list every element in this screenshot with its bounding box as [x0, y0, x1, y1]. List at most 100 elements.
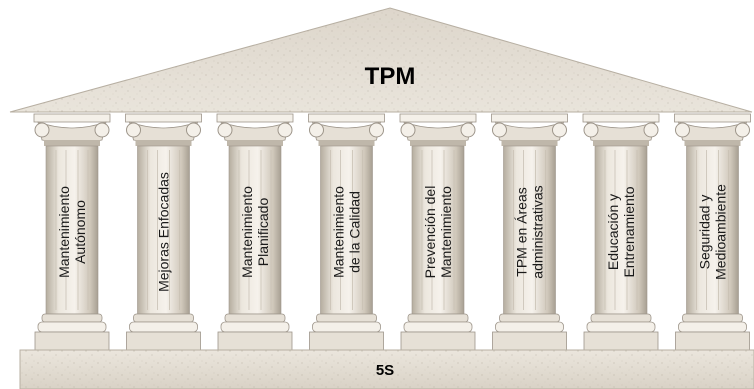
pillar-plinth: [675, 331, 750, 351]
pillar-neck: [593, 140, 649, 146]
pillar-label-line: Educación y: [605, 194, 621, 270]
pillar-shaft: [411, 145, 465, 315]
pillar-label-line: Planificado: [255, 198, 271, 267]
pillar-torus: [499, 313, 560, 323]
pillar-label: MantenimientoPlanificado: [239, 186, 271, 278]
pillar-abacus: [33, 113, 111, 123]
pillar-plinth: [34, 331, 110, 351]
pillar-torus: [41, 313, 103, 323]
pillar-abacus: [582, 113, 660, 123]
pillar-label: Educación yEntrenamiento: [605, 186, 637, 277]
pillar-plinth: [217, 331, 293, 351]
pillar-label-line: administrativas: [530, 185, 546, 278]
pillar-neck: [318, 140, 375, 146]
pillar: TPM en Áreasadministrativas: [491, 113, 568, 351]
pillar-torus: [316, 313, 377, 323]
pillar-shaft: [594, 145, 648, 315]
pillar-volute-left: [492, 122, 507, 138]
pillar-neck: [501, 140, 558, 146]
pillar-torus-lower: [312, 321, 381, 333]
roof-title: TPM: [365, 63, 416, 90]
pillar-torus-lower: [37, 321, 107, 333]
pillar-label-line: Prevención del: [422, 186, 438, 279]
pillar-volute-right: [369, 122, 384, 138]
pillar-shaft: [320, 145, 373, 315]
pillar-torus-lower: [678, 321, 747, 333]
pillar-label-line: Mejoras Enfocadas: [156, 172, 172, 292]
pillar-torus: [590, 313, 652, 323]
pillar-volute-left: [400, 122, 416, 138]
pillar-abacus: [125, 113, 202, 123]
pillar-label-line: Mantenimiento: [56, 186, 72, 278]
pillar-label: MantenimientoAutónomo: [56, 186, 88, 278]
pillar-torus-lower: [586, 321, 656, 333]
pillar-label: Mantenimientode la Calidad: [331, 186, 363, 278]
pillar-label-line: Medioambiente: [713, 184, 729, 280]
pillar-plinth: [492, 331, 567, 351]
pillar-abacus: [399, 113, 477, 123]
pillar-abacus: [308, 113, 385, 123]
pillar-label: TPM en Áreasadministrativas: [514, 185, 546, 278]
pillar-volute-right: [735, 122, 750, 138]
pillar-label-line: Mantenimiento: [239, 186, 255, 278]
pillar-volute-right: [643, 122, 659, 138]
pillar-torus: [133, 313, 194, 323]
pillar-label: Mejoras Enfocadas: [156, 172, 172, 292]
pillar-label-line: de la Calidad: [347, 191, 363, 273]
pillar: Seguridad yMedioambiente: [674, 113, 751, 351]
pillar-torus: [224, 313, 286, 323]
pillar-volute-left: [675, 122, 690, 138]
pillar-shaft: [45, 145, 99, 315]
pillar-abacus: [216, 113, 294, 123]
pillar-abacus: [491, 113, 568, 123]
pillar-torus-lower: [403, 321, 473, 333]
pillar-torus: [682, 313, 743, 323]
pillar-shaft: [686, 145, 739, 315]
pillar-shaft: [503, 145, 556, 315]
pillar: Educación yEntrenamiento: [582, 113, 660, 351]
pillar-volute-left: [309, 122, 324, 138]
pillar-torus-lower: [129, 321, 198, 333]
pillar-shaft: [228, 145, 282, 315]
pillar-neck: [684, 140, 741, 146]
pillar-torus: [407, 313, 469, 323]
pillar-label: Prevención delMantenimiento: [422, 186, 454, 279]
pillar-volute-right: [94, 122, 110, 138]
pillar: MantenimientoPlanificado: [216, 113, 294, 351]
pillar-volute-right: [186, 122, 201, 138]
pillar-volute-left: [126, 122, 141, 138]
pillar: Mejoras Enfocadas: [125, 113, 202, 351]
pillar-volute-left: [583, 122, 599, 138]
pillar-neck: [135, 140, 192, 146]
pillar-shaft: [137, 145, 190, 315]
pillar-label-line: Entrenamiento: [621, 186, 637, 277]
pillar-plinth: [126, 331, 201, 351]
pillar: Prevención delMantenimiento: [399, 113, 477, 351]
pillar-label-line: Autónomo: [72, 200, 88, 264]
pillar-volute-left: [217, 122, 233, 138]
pillar-label-line: Mantenimiento: [438, 186, 454, 278]
pillar-torus-lower: [495, 321, 564, 333]
pillar-neck: [44, 140, 100, 146]
roof: TPM: [9, 7, 753, 113]
pillar-label: Seguridad yMedioambiente: [697, 184, 729, 280]
pillar: MantenimientoAutónomo: [33, 113, 111, 351]
pillar-torus-lower: [220, 321, 290, 333]
pillar-volute-right: [460, 122, 476, 138]
base-texture: [20, 350, 754, 389]
pillar-plinth: [400, 331, 476, 351]
pillar-volute-right: [552, 122, 567, 138]
pillar-volute-right: [277, 122, 293, 138]
pillar-label-line: Seguridad y: [697, 195, 713, 270]
pillar-label-line: TPM en Áreas: [514, 187, 530, 276]
pillar-neck: [410, 140, 466, 146]
pillar-neck: [227, 140, 283, 146]
pillar-abacus: [674, 113, 751, 123]
pillar-plinth: [309, 331, 384, 351]
pillar-plinth: [583, 331, 659, 351]
pillar-label-line: Mantenimiento: [331, 186, 347, 278]
pillar: Mantenimientode la Calidad: [308, 113, 385, 351]
base-label: 5S: [376, 362, 394, 379]
